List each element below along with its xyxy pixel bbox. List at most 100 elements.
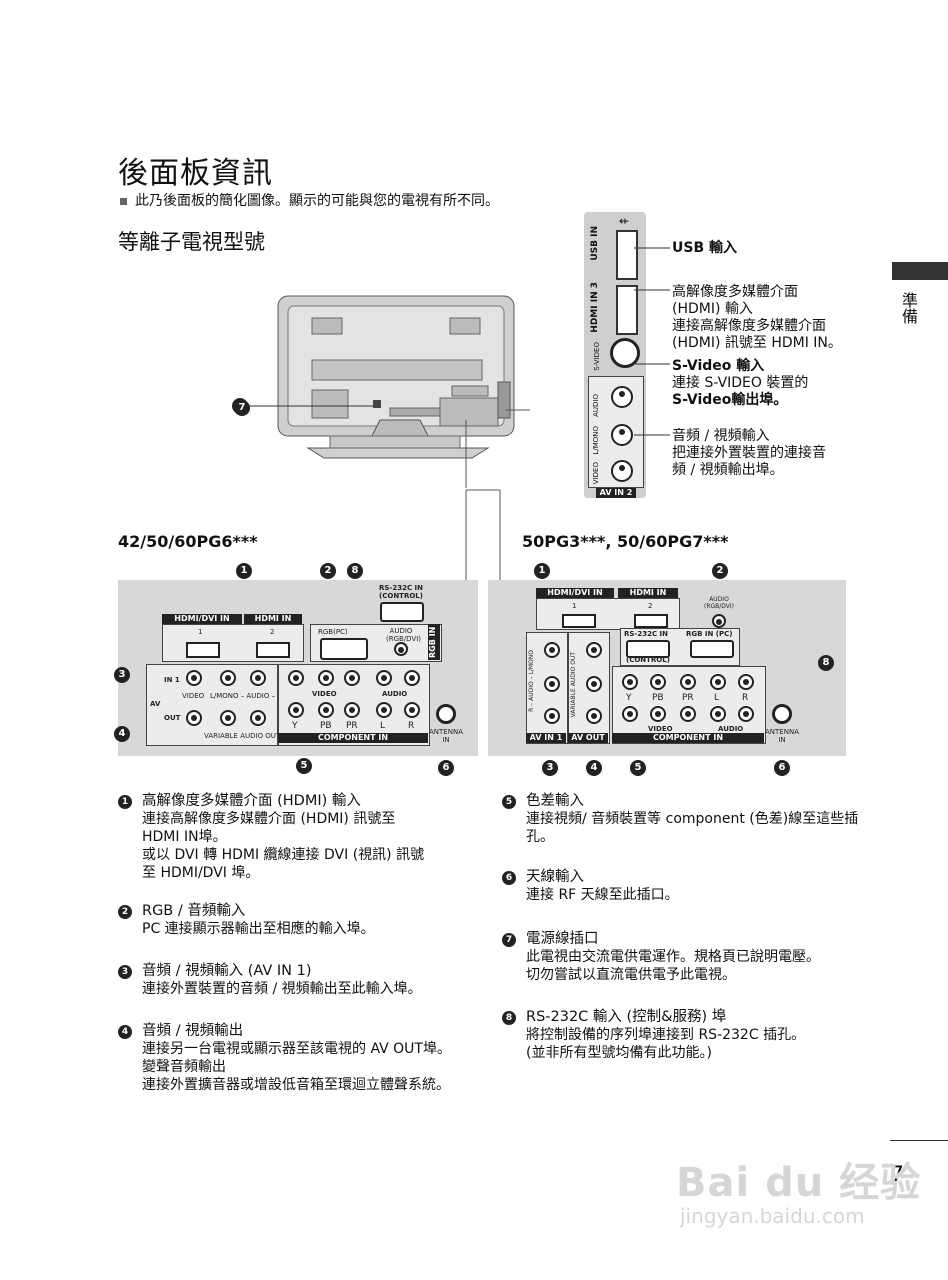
left-hdmi-dvi-label: HDMI/DVI IN (162, 614, 242, 624)
left-hdmi1-port (186, 642, 220, 658)
desc-4-line: 變聲音頻輸出 (142, 1059, 226, 1075)
left-pb-label: PB (320, 721, 332, 731)
chapter-tab-bar (892, 262, 948, 280)
right-out-audio-l-jack (586, 676, 602, 692)
desc-8-line: (並非所有型號均備有此功能。) (526, 1045, 712, 1061)
right-comp1-pr-jack (680, 706, 696, 722)
left-marker-8: 8 (347, 563, 363, 579)
left-av-audio-label: L/MONO – AUDIO – R (210, 692, 283, 700)
av-in2-label: AV IN 2 (596, 488, 636, 498)
left-r-label: R (408, 721, 415, 731)
left-marker-4: 4 (114, 726, 130, 742)
desc-7-line: 切勿嘗試以直流電供電予此電視。 (526, 967, 736, 983)
right-audio-rgb-jack (712, 614, 726, 628)
audio-r-jack (611, 386, 633, 408)
right-pb-label: PB (652, 693, 664, 703)
av-callout: 音頻 / 視頻輸入 把連接外置裝置的連接音 頻 / 視頻輸出埠。 (672, 428, 826, 478)
left-component-in-label: COMPONENT IN (278, 733, 428, 743)
svideo-jack (610, 338, 640, 368)
right-hdmi-in-label: HDMI IN (618, 588, 678, 598)
desc-1-line: HDMI IN埠。 (142, 829, 227, 845)
usb-port (616, 230, 638, 280)
left-out-audio-r-jack (250, 710, 266, 726)
hdmi3-port-label: HDMI IN 3 (590, 282, 600, 333)
left-l-label: L (380, 721, 386, 731)
model-right-heading: 50PG3***, 50/60PG7*** (522, 532, 729, 551)
right-comp2-pb-jack (650, 674, 666, 690)
video-jack (611, 460, 633, 482)
right-antenna-label: ANTENNA IN (765, 728, 799, 744)
desc-5-line: 連接視頻/ 音頻裝置等 component (色差)線至這些插 (526, 811, 859, 827)
right-marker-6: 6 (774, 760, 790, 776)
right-comp2-pr-jack (680, 674, 696, 690)
desc-1-line: 或以 DVI 轉 HDMI 纜線連接 DVI (視訊) 訊號 (142, 847, 425, 863)
right-hdmi-dvi-label: HDMI/DVI IN (536, 588, 614, 598)
left-marker-3: 3 (114, 667, 130, 683)
subtitle-text: 此乃後面板的簡化圖像。顯示的可能與您的電視有所不同。 (135, 193, 499, 209)
right-marker-8: 8 (818, 655, 834, 671)
desc-marker-6: 6 (502, 871, 516, 885)
right-comp1-y-jack (622, 706, 638, 722)
usb-callout: USB 輸入 (672, 240, 737, 256)
left-in1-audio-r-jack (250, 670, 266, 686)
right-rs232-port (626, 640, 670, 658)
left-marker-2: 2 (320, 563, 336, 579)
left-marker-1: 1 (236, 563, 252, 579)
left-comp1-pb-jack (318, 702, 334, 718)
right-out-video-jack (586, 642, 602, 658)
left-marker-5: 5 (296, 758, 312, 774)
left-rgb-port (320, 638, 368, 660)
right-l-label: L (714, 693, 720, 703)
right-comp2-r-jack (738, 674, 754, 690)
side-callout-lines (634, 247, 670, 436)
left-out-video-jack (186, 710, 202, 726)
desc-5-heading: 色差輸入 (526, 793, 584, 809)
right-marker-1: 1 (534, 563, 550, 579)
desc-3-line: 連接外置裝置的音頻 / 視頻輸出至此輸入埠。 (142, 981, 422, 997)
left-rs232-port (380, 602, 424, 622)
left-comp2-y-jack (288, 670, 304, 686)
right-marker-3: 3 (542, 760, 558, 776)
right-comp1-pb-jack (650, 706, 666, 722)
lmono-port-label: L/MONO (592, 426, 600, 455)
desc-marker-4: 4 (118, 1025, 132, 1039)
hdmi-callout: 高解像度多媒體介面 (HDMI) 輸入 連接高解像度多媒體介面 (HDMI) 訊… (672, 284, 842, 351)
watermark-url: jingyan.baidu.com (680, 1204, 865, 1228)
right-av-in1-audio-label: R – AUDIO – L/MONO (528, 650, 535, 712)
left-marker-6: 6 (438, 760, 454, 776)
audio-l-jack (611, 424, 633, 446)
desc-marker-5: 5 (502, 795, 516, 809)
left-comp-video-label: VIDEO (312, 690, 337, 698)
right-av-out-label: AV OUT (568, 733, 608, 743)
desc-7-heading: 電源線插口 (526, 931, 599, 947)
desc-2-line: PC 連接顯示器輸出至相應的輸入埠。 (142, 921, 375, 937)
left-comp1-pr-jack (344, 702, 360, 718)
footer-rule (890, 1140, 948, 1141)
left-av-video-label: VIDEO (182, 692, 205, 700)
left-var-audio-label: VARIABLE AUDIO OUT (204, 732, 281, 740)
left-comp1-y-jack (288, 702, 304, 718)
right-hdmi1-port (562, 614, 596, 628)
page-subtitle: 此乃後面板的簡化圖像。顯示的可能與您的電視有所不同。 (120, 190, 499, 210)
right-in1-video-jack (544, 642, 560, 658)
left-comp-audio-label: AUDIO (382, 690, 408, 698)
desc-5-line: 孔。 (526, 829, 554, 845)
right-y-label: Y (626, 693, 632, 703)
left-out-audio-l-jack (220, 710, 236, 726)
left-in1-label: IN 1 (164, 676, 180, 684)
desc-1-line: 至 HDMI/DVI 埠。 (142, 865, 260, 881)
right-r-label: R (742, 693, 749, 703)
audio-port-label: AUDIO (592, 394, 600, 417)
page-number: 7 (890, 1163, 904, 1188)
right-out-audio-r-jack (586, 708, 602, 724)
usb-port-label: USB IN (590, 226, 600, 261)
right-av-out-audio-label: VARIABLE AUDIO OUT (570, 652, 577, 718)
right-comp2-l-jack (710, 674, 726, 690)
desc-6-line: 連接 RF 天線至此插口。 (526, 887, 679, 903)
right-marker-2: 2 (712, 563, 728, 579)
left-pr-label: PR (346, 721, 358, 731)
